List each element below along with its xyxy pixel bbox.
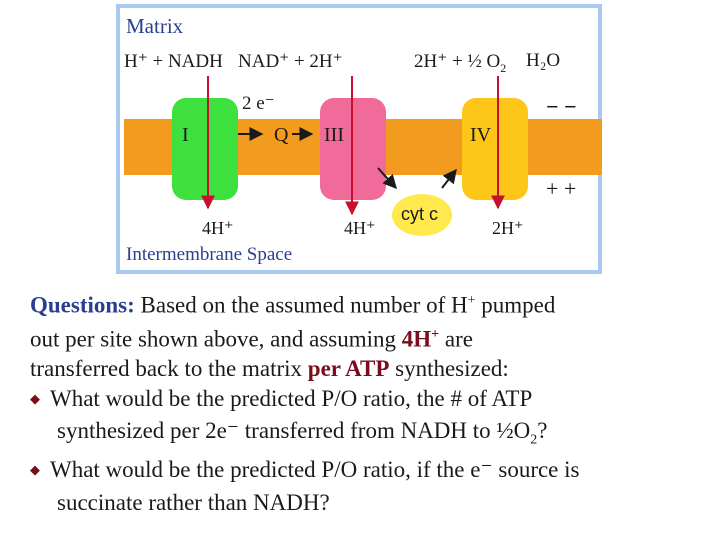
electrons-label: 2 e⁻ [242,93,275,114]
pumped-complex-i: 4H⁺ [202,218,234,238]
q-label: Q [274,124,289,146]
bullet-1-line-a: What would be the predicted P/O ratio, t… [50,385,533,411]
questions-text: Questions: Based on the assumed number o… [30,286,710,517]
questions-title: Questions: [30,292,135,318]
complex-iv-label: IV [470,124,492,146]
reactant-h-nadh: H⁺ + NADH [124,51,223,72]
product-h2o: H₂O [526,50,561,71]
bullet-2: ◆ What would be the predicted P/O ratio, … [30,455,710,488]
etc-diagram: Matrix H⁺ + NADH NAD⁺ + 2H⁺ 2H⁺ + ½ O2 H… [116,4,602,274]
intro-text-2: pumped [475,292,556,318]
line2-text-b: are [439,326,473,352]
pumped-complex-iii: 4H⁺ [344,218,376,238]
bullet-2-continuation: succinate rather than NADH? [30,488,710,518]
charge-ims: + + [546,176,577,201]
line2-text-a: out per site shown above, and assuming [30,326,402,352]
o2-subscript: 2 [500,60,507,75]
bullet-1: ◆ What would be the predicted P/O ratio, … [30,384,710,417]
pumped-complex-iv: 2H⁺ [492,218,524,238]
intro-text-1: Based on the assumed number of H [134,292,468,318]
intro-sup: + [467,293,476,308]
line2-strong: 4H [401,326,432,352]
cyt-c-shape [392,194,452,236]
question-line-3: transferred back to the matrix per ATP s… [30,354,710,384]
matrix-label: Matrix [126,14,184,38]
bullet-2-line-b: succinate rather than NADH? [57,489,330,515]
bullet-1-continuation: synthesized per 2e⁻ transferred from NAD… [30,416,710,455]
bullet-2-line-a: What would be the predicted P/O ratio, i… [50,457,580,483]
question-line-2: out per site shown above, and assuming 4… [30,320,710,354]
reactant-2h-half-o2: 2H⁺ + ½ O2 [414,50,506,76]
charge-matrix: − − [546,94,577,119]
electron-arrow-iii-to-cytc [377,167,397,190]
line3-text-a: transferred back to the matrix [30,356,308,382]
question-line-1: Questions: Based on the assumed number o… [30,286,710,320]
line2-sup: + [431,327,440,343]
product-nad-2h: NAD⁺ + 2H⁺ [238,51,343,72]
line3-strong: per ATP [307,356,390,382]
electron-arrow-cytc-to-iv [441,168,457,189]
bullet-1-sub: 2 [530,432,538,448]
complex-iii-label: III [324,124,344,146]
complex-iv [462,98,528,200]
bullet-1-end: ? [537,418,548,444]
complex-i-label: I [182,124,189,146]
cyt-c-label: cyt c [401,204,439,224]
complex-i [172,98,238,200]
arrows-layer [201,76,505,216]
bullet-1-line-b: synthesized per 2e⁻ transferred from NAD… [57,418,531,444]
line3-text-b: synthesized: [389,356,509,382]
bullet-diamond-icon: ◆ [30,462,40,478]
intermembrane-label: Intermembrane Space [126,244,293,265]
bullet-diamond-icon: ◆ [30,390,40,406]
reactant-2h-half-o2-text: 2H⁺ + ½ O [414,51,501,72]
